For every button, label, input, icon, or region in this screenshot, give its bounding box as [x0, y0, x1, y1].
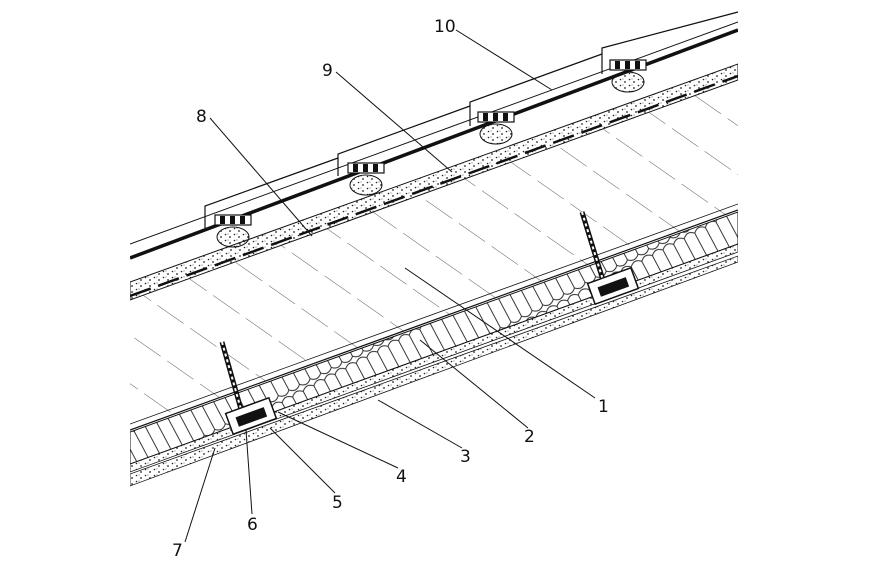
callout-labels: 1 2 3 4 5 6 7 8 9 10 — [172, 17, 609, 561]
tile-fixings — [214, 59, 647, 248]
callout-9: 9 — [322, 61, 333, 81]
roof-tiles — [204, 11, 739, 228]
callout-4: 4 — [396, 467, 407, 487]
callout-8: 8 — [196, 107, 207, 127]
lower-screed-layer — [130, 243, 738, 473]
callout-6: 6 — [247, 515, 258, 535]
callout-5: 5 — [332, 493, 343, 513]
waterproof-membrane — [130, 74, 738, 298]
anchor-bolt-right — [579, 211, 640, 306]
callout-7: 7 — [172, 541, 183, 561]
concrete-slab — [130, 80, 738, 430]
anchor-bolt-left — [219, 341, 278, 436]
callout-1: 1 — [598, 397, 609, 417]
callout-10: 10 — [434, 17, 456, 37]
insulation-layer — [130, 211, 738, 465]
leader-lines — [184, 29, 596, 543]
bottom-layer — [130, 255, 738, 487]
counter-batten-line — [130, 21, 738, 245]
callout-3: 3 — [460, 447, 471, 467]
roof-layers — [130, 21, 738, 487]
callout-2: 2 — [524, 427, 535, 447]
